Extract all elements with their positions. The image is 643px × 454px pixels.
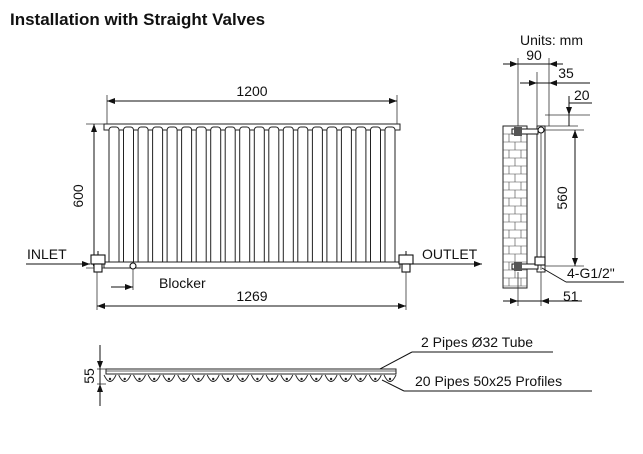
arrow-head <box>529 80 537 86</box>
radiator-column <box>137 126 149 266</box>
profile-center <box>167 377 171 381</box>
radiator-column <box>311 126 323 266</box>
radiator-column <box>166 126 178 266</box>
profile-center <box>197 377 200 381</box>
connection-leader <box>541 267 567 283</box>
inlet-label: INLET <box>27 246 67 262</box>
arrow-head <box>107 98 115 104</box>
profile-center <box>329 377 333 381</box>
bottom-bracket <box>511 263 539 270</box>
outlet-valve <box>398 251 414 273</box>
profile-center <box>153 377 156 381</box>
radiator-column <box>253 126 265 266</box>
top-view-header <box>105 368 397 375</box>
profile-center <box>285 377 288 381</box>
arrow-head <box>125 284 133 290</box>
arrow-head <box>97 384 103 392</box>
profile-center <box>300 377 303 381</box>
bottom-header-pipe <box>103 261 401 269</box>
blocker-marker <box>129 262 137 270</box>
arrow-head <box>510 298 518 304</box>
radiator-column <box>224 126 236 266</box>
radiator-columns <box>108 126 396 266</box>
bottom-bracket-plate <box>514 262 522 271</box>
bottom-valve <box>534 256 546 266</box>
arrow-head <box>97 303 105 309</box>
front-view: 1200 600 INLET OUTLET Blocker <box>26 83 482 310</box>
radiator-column <box>152 126 164 266</box>
top-view: 55 2 Pipes Ø32 Tube 20 Pipes 50x25 Profi… <box>81 334 592 406</box>
arrow-head <box>572 130 578 138</box>
drawing-title: Installation with Straight Valves <box>10 10 265 29</box>
radiator-column <box>370 126 381 266</box>
radiator-column <box>181 126 193 266</box>
wall-bricks <box>503 126 527 287</box>
top-header-pipe <box>103 123 401 131</box>
arrow-head <box>541 298 549 304</box>
arrow-head <box>398 303 406 309</box>
profile-center <box>212 377 215 381</box>
inlet-arrow <box>82 261 90 267</box>
arrow-head <box>572 258 578 266</box>
radiator-column <box>282 126 294 266</box>
radiator-column <box>384 126 396 266</box>
profile-center <box>182 377 185 381</box>
top-connection <box>537 126 545 134</box>
centers-label: 560 <box>554 186 570 210</box>
arrow-head <box>566 107 572 115</box>
blocker-label: Blocker <box>159 275 206 291</box>
profile-center <box>138 377 141 381</box>
depth-label: 90 <box>526 47 542 63</box>
profile-center <box>270 377 274 381</box>
outlet-label: OUTLET <box>422 246 478 262</box>
radiator-column <box>123 126 134 266</box>
radiator-column <box>195 126 207 266</box>
profile-center <box>226 377 230 381</box>
profile-center <box>123 377 126 381</box>
arrow-head <box>389 98 397 104</box>
profile-center <box>374 377 377 381</box>
top-bracket-plate <box>514 127 522 136</box>
outlet-arrow <box>474 261 482 267</box>
radiator-column <box>355 126 367 266</box>
width-label: 1200 <box>236 83 267 99</box>
profile-center <box>241 377 244 381</box>
radiator-column <box>210 126 222 266</box>
connection-label: 4-G1/2" <box>567 265 615 281</box>
arrow-head <box>97 361 103 369</box>
radiator-column <box>297 126 309 266</box>
arrow-head <box>91 124 97 132</box>
units-label: Units: mm <box>520 32 583 48</box>
height-label: 600 <box>70 184 86 208</box>
offset-label: 35 <box>558 65 574 81</box>
profile-center <box>108 377 112 381</box>
radiator-column <box>326 126 338 266</box>
profile-center <box>256 377 259 381</box>
radiator-column <box>268 126 280 266</box>
arrow-head <box>549 80 557 86</box>
bottom-offset-label: 51 <box>563 288 579 304</box>
profiles-label: 20 Pipes 50x25 Profiles <box>415 373 562 389</box>
top-label: 20 <box>574 87 590 103</box>
pipes-leader <box>379 351 413 370</box>
radiator-column <box>239 126 251 266</box>
top-view-depth-label: 55 <box>81 368 97 384</box>
radiator-column <box>340 126 352 266</box>
arrow-head <box>510 61 518 67</box>
profile-center <box>388 377 392 381</box>
arrow-head <box>549 61 557 67</box>
profiles-leader <box>381 379 405 392</box>
profile-center <box>359 377 362 381</box>
side-view: Units: mm 90 35 20 <box>502 32 624 306</box>
top-view-profiles <box>103 374 397 382</box>
profile-center <box>315 377 318 381</box>
radiator-column <box>108 126 120 266</box>
profile-center <box>344 377 347 381</box>
overall-width-label: 1269 <box>236 288 267 304</box>
inlet-valve <box>90 251 106 273</box>
pipes-label: 2 Pipes Ø32 Tube <box>421 334 533 350</box>
